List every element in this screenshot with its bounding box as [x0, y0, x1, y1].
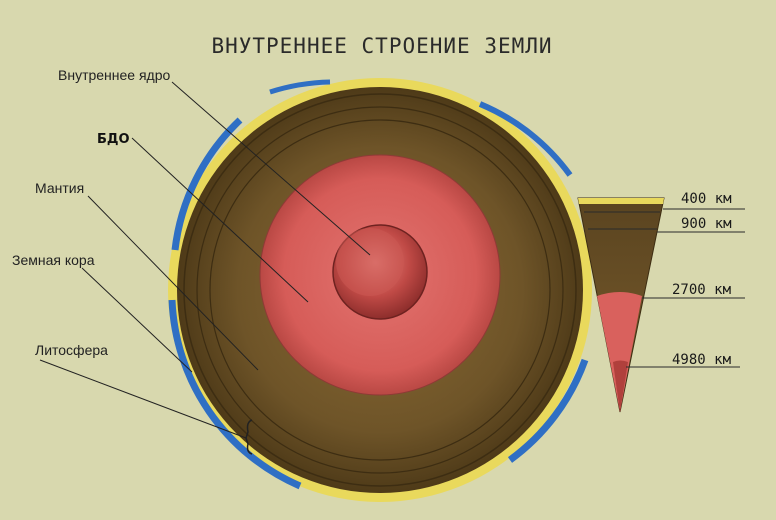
depth-wedge [577, 197, 665, 413]
depth-label-2700: 2700 км [672, 282, 732, 298]
depth-label-400: 400 км [681, 191, 732, 207]
label-bdo: БДО [97, 132, 130, 147]
ocean-edge-top-right [478, 101, 573, 177]
wedge-crust [578, 198, 664, 204]
leader-lithosphere [39, 359, 247, 439]
layer-labels: Внутреннее ядро БДО Мантия Земная кора Л… [12, 67, 371, 439]
inner-core-highlight [336, 228, 404, 296]
label-lithosphere: Литосфера [35, 342, 108, 358]
ocean-edge-top [269, 79, 331, 95]
leader-inner-core [171, 81, 371, 256]
leader-mantle [87, 195, 259, 371]
leader-crust [81, 267, 193, 373]
depth-labels: 400 км 900 км 2700 км 4980 км [626, 191, 745, 368]
depth-label-4980: 4980 км [672, 352, 732, 368]
leader-bdo [131, 137, 309, 303]
boundary-400km [196, 106, 564, 474]
wedge-outer-core [597, 292, 642, 412]
label-inner-core: Внутреннее ядро [58, 67, 171, 83]
globe [168, 78, 592, 502]
ocean-edge-bottom-right [507, 358, 589, 463]
label-crust: Земная кора [12, 252, 95, 268]
boundary-900km [209, 119, 551, 461]
diagram-title: ВНУТРЕННЕЕ СТРОЕНИЕ ЗЕМЛИ [211, 34, 552, 58]
wedge-inner-core [613, 360, 628, 412]
label-mantle: Мантия [35, 180, 84, 196]
ocean-edge-bottom-left [168, 299, 302, 490]
ocean-edge-left [171, 117, 243, 251]
lithosphere-boundary [183, 93, 577, 487]
depth-label-900: 900 км [681, 216, 732, 232]
